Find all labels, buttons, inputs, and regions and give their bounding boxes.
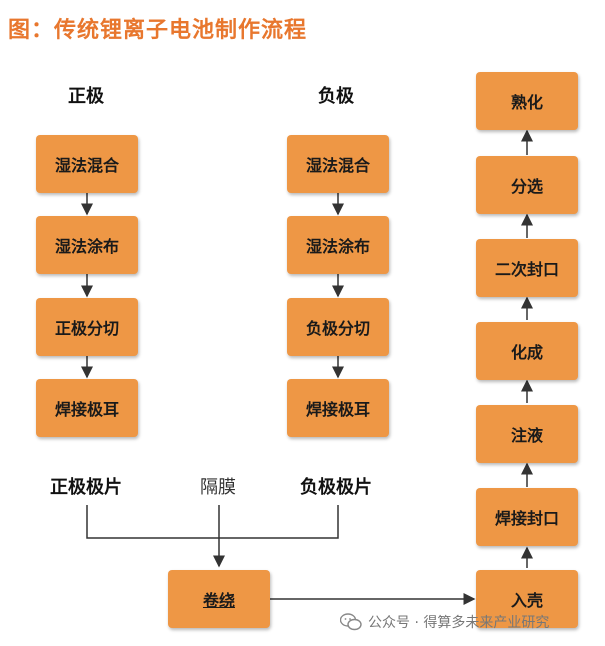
watermark-text: 公众号 · 得算多未来产业研究	[368, 615, 550, 631]
pos-step-wet-mixing: 湿法混合	[36, 135, 138, 193]
winding-step: 卷绕	[168, 570, 270, 628]
asm-step-formation: 化成	[476, 322, 578, 380]
neg-step-tab-welding: 焊接极耳	[287, 379, 389, 437]
watermark: 公众号 · 得算多未来产业研究	[340, 612, 549, 632]
negative-heading: 负极	[318, 86, 354, 107]
separator-label: 隔膜	[200, 477, 236, 498]
asm-step-casing: 入壳	[476, 570, 578, 628]
merge-line	[86, 505, 339, 539]
pos-step-slitting: 正极分切	[36, 298, 138, 356]
negative-electrode-output: 负极极片	[300, 477, 372, 498]
asm-step-second-seal: 二次封口	[476, 239, 578, 297]
asm-step-aging: 熟化	[476, 72, 578, 130]
asm-step-weld-seal: 焊接封口	[476, 488, 578, 546]
positive-electrode-output: 正极极片	[50, 477, 122, 498]
winding-label: 卷绕	[202, 591, 235, 610]
wechat-icon	[340, 613, 362, 631]
neg-step-slitting: 负极分切	[287, 298, 389, 356]
positive-heading: 正极	[68, 86, 104, 107]
asm-step-electrolyte-filling: 注液	[476, 405, 578, 463]
neg-step-wet-mixing: 湿法混合	[287, 135, 389, 193]
asm-step-sorting: 分选	[476, 156, 578, 214]
pos-step-wet-coating: 湿法涂布	[36, 216, 138, 274]
neg-step-wet-coating: 湿法涂布	[287, 216, 389, 274]
diagram-title: 图：传统锂离子电池制作流程	[8, 18, 308, 43]
pos-step-tab-welding: 焊接极耳	[36, 379, 138, 437]
